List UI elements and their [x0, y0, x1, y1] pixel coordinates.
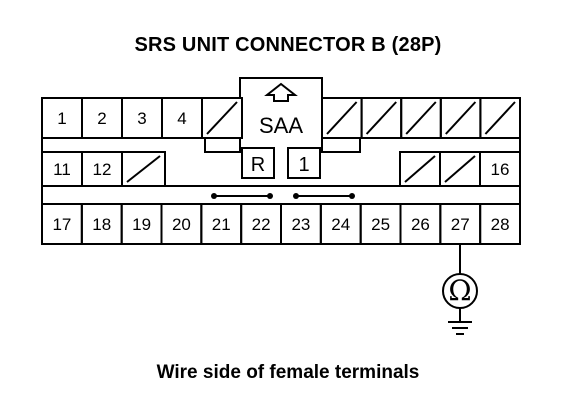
terminal-number: 2 — [97, 109, 106, 128]
center-recess-outline — [165, 137, 520, 153]
terminal-cavity: 4 — [161, 97, 203, 139]
up-arrow-icon — [264, 82, 298, 102]
r-box — [241, 147, 275, 179]
blank-cavity-mark — [126, 155, 161, 183]
terminal-cavity: 12 — [81, 151, 123, 187]
terminal-number: 1 — [57, 109, 66, 128]
terminal-cavity — [399, 151, 441, 187]
row1-right-cavities — [321, 97, 521, 139]
blank-cavity-mark — [206, 101, 238, 135]
saa-label: SAA — [259, 113, 303, 138]
terminal-number: 28 — [491, 215, 510, 234]
terminal-number: 24 — [331, 215, 350, 234]
terminal-cavity — [121, 151, 166, 187]
terminal-cavity — [479, 97, 521, 139]
row2-cavities: 11 12 16 — [41, 151, 521, 187]
row1-left-cavities: 1 2 3 4 — [41, 97, 243, 139]
terminal-number: 4 — [177, 109, 186, 128]
terminal-cavity — [321, 97, 363, 139]
blank-cavity-mark — [326, 101, 358, 135]
terminal-cavity: 20 — [160, 203, 203, 245]
blank-cavity-mark — [404, 155, 436, 183]
terminal-cavity — [439, 151, 481, 187]
blank-cavity-mark — [365, 101, 397, 135]
one-box-label: 1 — [298, 154, 309, 176]
terminal-number: 20 — [172, 215, 191, 234]
terminal-number: 27 — [451, 215, 470, 234]
terminal-number: 21 — [212, 215, 231, 234]
terminal-cavity: 16 — [479, 151, 521, 187]
row3-cavities: 17 18 19 20 21 22 23 24 25 26 27 28 — [41, 203, 521, 245]
terminal-number: 17 — [52, 215, 71, 234]
blank-cavity-mark — [445, 101, 477, 135]
terminal-number: 18 — [92, 215, 111, 234]
one-box — [287, 147, 321, 179]
terminal-cavity — [201, 97, 243, 139]
terminal-cavity: 17 — [41, 203, 83, 245]
terminal-number: 25 — [371, 215, 390, 234]
terminal-cavity: 28 — [479, 203, 521, 245]
terminal-number: 3 — [137, 109, 146, 128]
terminal-cavity: 11 — [41, 151, 83, 187]
terminal-number: 26 — [411, 215, 430, 234]
shorting-bar-left — [211, 193, 273, 199]
shorting-bar-right — [293, 193, 355, 199]
blank-cavity-mark — [444, 155, 476, 183]
terminal-cavity: 1 — [41, 97, 83, 139]
terminal-cavity: 24 — [319, 203, 362, 245]
terminal-number: 22 — [252, 215, 271, 234]
connector-title: SRS UNIT CONNECTOR B (28P) — [134, 34, 442, 56]
terminal-cavity — [360, 97, 403, 139]
terminal-number: 12 — [93, 160, 112, 179]
terminal-cavity: 3 — [121, 97, 163, 139]
terminal-cavity: 2 — [81, 97, 123, 139]
terminal-cavity: 26 — [399, 203, 442, 245]
terminal-cavity — [400, 97, 442, 139]
blank-cavity-mark — [405, 101, 437, 135]
ohm-symbol: Ω — [448, 274, 471, 307]
terminal-cavity — [439, 97, 482, 139]
terminal-cavity: 18 — [80, 203, 123, 245]
terminal-number: 16 — [491, 160, 510, 179]
terminal-number: 11 — [53, 160, 71, 179]
diagram-caption: Wire side of female terminals — [156, 362, 420, 383]
terminal-cavity: 19 — [120, 203, 163, 245]
blank-cavity-mark — [484, 101, 516, 135]
terminal-cavity: 22 — [240, 203, 283, 245]
terminal-cavity: 27 — [439, 203, 482, 245]
terminal-number: 23 — [291, 215, 310, 234]
ground-icon — [448, 321, 472, 335]
terminal-number: 19 — [132, 215, 151, 234]
terminal-cavity: 21 — [200, 203, 243, 245]
r-box-label: R — [251, 154, 265, 176]
terminal-cavity: 25 — [359, 203, 402, 245]
terminal-cavity: 23 — [280, 203, 322, 245]
